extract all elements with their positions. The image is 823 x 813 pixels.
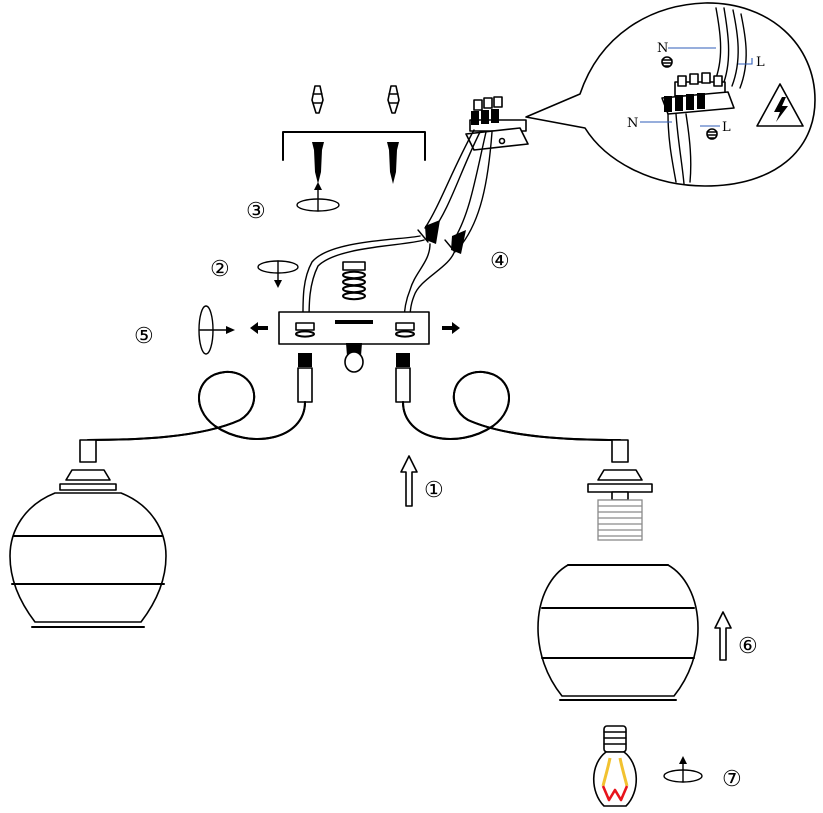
rotate-icon-step7 [663,756,703,783]
wall-anchor-left [311,85,324,114]
rotate-icon-step3 [296,182,340,212]
nipple-right [396,353,410,367]
wire-label-live-top: L [756,55,765,70]
light-bulb [593,725,637,807]
right-shade [537,564,699,701]
step-number-7: ⑦ [722,767,742,792]
ceiling-bracket [282,131,426,161]
wall-anchor-right [387,85,400,114]
wire-label-neutral-bottom: N [627,116,638,131]
step-number-1: ① [424,478,444,503]
terminal-block [465,96,529,151]
center-finial [344,343,364,373]
wire-label-neutral-top: N [657,41,668,56]
wire-connector-left [417,220,440,244]
nut-washer-stack [342,261,366,301]
right-arm [395,367,629,463]
canopy-bar [278,311,430,345]
step-number-2: ② [210,257,230,282]
arrow-right-icon [442,322,460,334]
earth-icon-bottom [706,128,718,140]
push-up-arrow-step1 [400,455,418,507]
rotate-icon-step5 [198,305,235,355]
step-number-6: ⑥ [738,634,758,659]
screw-right [387,142,399,184]
step-number-4: ④ [490,249,510,274]
lamp-wires [302,235,456,323]
high-voltage-warning-icon [756,83,804,127]
wiring-callout: N L N L [525,2,816,187]
left-arm [79,367,313,463]
nipple-left [298,353,312,367]
right-socket [587,469,653,541]
wire-label-live-bottom: L [722,120,731,135]
push-up-arrow-step6 [714,611,732,661]
rotate-icon-step2 [257,260,299,288]
earth-icon-top [661,56,673,68]
screw-left [312,142,324,184]
step-number-5: ⑤ [134,324,154,349]
callout-terminal-block [661,72,735,115]
arrow-left-icon [250,322,268,334]
step-number-3: ③ [246,199,266,224]
wire-connector-right [444,230,466,254]
left-shade [9,469,167,628]
